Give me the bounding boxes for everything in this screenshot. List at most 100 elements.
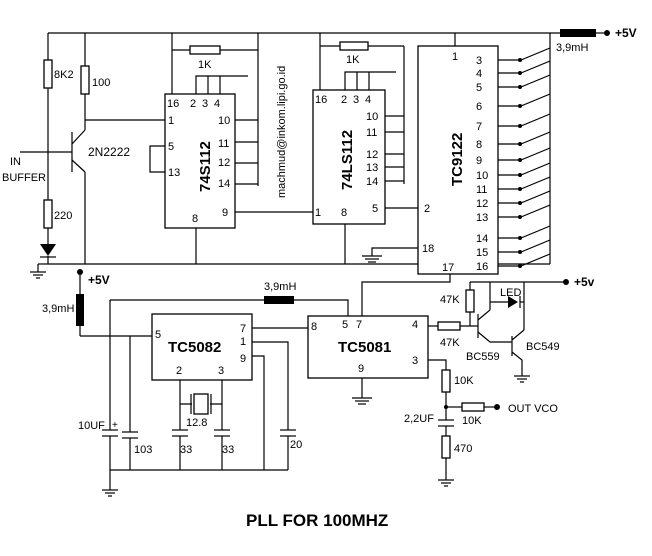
u4-pin-2: 2 (176, 365, 182, 377)
r-1k-a-label: 1K (198, 59, 212, 71)
dip-switch[interactable] (520, 239, 551, 253)
u2-pin-3: 3 (353, 94, 359, 106)
dip-switch[interactable] (520, 225, 551, 239)
dip-switch[interactable] (520, 60, 551, 74)
crystal (193, 393, 209, 415)
u1-pin-10: 10 (218, 115, 230, 127)
dip-switch[interactable] (520, 113, 551, 127)
diagram-title: PLL FOR 100MHZ (246, 511, 388, 530)
author-email: machmud@inkom.lipi.go.id (276, 66, 288, 198)
c-10uf-label: 10UF (78, 420, 105, 432)
switch-contact (518, 187, 522, 191)
chip-74ls112: 74LS112 16 2 3 4 10 11 12 13 14 1 8 5 1K (312, 33, 418, 264)
u2-pin-11: 11 (366, 127, 377, 139)
dip-switch[interactable] (520, 176, 551, 190)
chip-74ls112-name: 74LS112 (339, 130, 356, 190)
chip-tc5082: TC5082 5 7 1 9 2 3 20 12.8 33 33 (151, 313, 308, 470)
r-1k-b-label: 1K (346, 54, 360, 66)
vcc-left-label: +5V (88, 273, 110, 287)
switch-contact (518, 264, 522, 268)
dip-switch[interactable] (520, 74, 551, 88)
u3-pin-label: 10 (476, 170, 488, 182)
resistor-47k-a (465, 289, 475, 313)
u2-pin-12: 12 (366, 149, 378, 161)
u3-pin-18: 18 (422, 243, 434, 255)
inductor-left (76, 294, 84, 326)
u1-pin-4: 4 (214, 98, 220, 110)
switch-contact (518, 85, 522, 89)
u2-pin-1: 1 (315, 207, 321, 219)
led-label: LED (500, 287, 521, 299)
u1-pin-14: 14 (218, 178, 230, 190)
resistor-470 (441, 435, 451, 459)
c-22uf-label: 2,2UF (404, 413, 434, 425)
u1-pin-16: 16 (167, 98, 179, 110)
u2-pin-16: 16 (315, 94, 327, 106)
vcc-right-label: +5v (574, 275, 595, 289)
u3-pin-label: 9 (476, 155, 482, 167)
diode (40, 244, 56, 256)
u3-pin-label: 13 (476, 212, 488, 224)
resistor-1k-a (189, 45, 221, 55)
inductor-mid-label: 3,9mH (264, 281, 296, 293)
dip-switch[interactable] (520, 253, 551, 267)
u1-pin-11: 11 (218, 138, 229, 150)
resistor-8k2 (43, 59, 53, 89)
dip-switch[interactable] (520, 190, 551, 204)
r-10k-b-label: 10K (462, 415, 482, 427)
u3-pin-1: 1 (452, 51, 458, 63)
resistor-47k-b (437, 321, 461, 331)
u3-pin-label: 3 (476, 55, 482, 67)
u4-pin-1: 1 (240, 336, 246, 348)
chip-tc5081: TC5081 8 5 7 4 3 9 47K 10K 2,2UF 470 10K (307, 315, 558, 487)
u1-pin-12: 12 (218, 157, 230, 169)
u2-pin-5: 5 (372, 203, 378, 215)
osc-supply: +5V 3,9mH 3,9mH + 10UF 103 (42, 269, 349, 497)
inductor-top (560, 29, 596, 37)
u5-pin-9: 9 (358, 363, 364, 375)
u1-pin-1: 1 (168, 115, 174, 127)
u4-pin-9: 9 (240, 353, 246, 365)
u3-pin-label: 6 (476, 101, 482, 113)
dip-switch[interactable] (520, 204, 551, 218)
chip-74s112-name: 74S112 (197, 141, 214, 192)
dip-switch[interactable] (520, 147, 551, 161)
crystal-label: 12.8 (186, 417, 207, 429)
in-label: IN (10, 156, 21, 168)
resistor-220 (43, 199, 53, 229)
led (508, 296, 518, 308)
dip-switch[interactable] (520, 162, 551, 176)
u5-pin-5: 5 (342, 319, 348, 331)
u3-pin-label: 12 (476, 198, 488, 210)
inductor-mid (264, 296, 294, 304)
dip-switch[interactable] (520, 47, 551, 61)
dip-switch[interactable] (520, 93, 551, 107)
u5-pin-4: 4 (412, 319, 418, 331)
chip-tc5082-name: TC5082 (168, 339, 221, 356)
switch-contact (518, 215, 522, 219)
resistor-1k-b (339, 41, 369, 51)
u2-pin-10: 10 (366, 111, 378, 123)
u3-pin-label: 16 (476, 261, 488, 273)
c-103-label: 103 (134, 444, 152, 456)
u3-pin-17: 17 (442, 262, 454, 274)
c-20-label: 20 (290, 439, 302, 451)
buffer-label: BUFFER (2, 172, 46, 184)
u1-pin-3: 3 (202, 98, 208, 110)
u4-pin-5: 5 (155, 329, 161, 341)
switch-contact (518, 71, 522, 75)
cap-plus: + (112, 420, 118, 431)
r-8k2-label: 8K2 (54, 69, 74, 81)
u3-pin-label: 15 (476, 247, 488, 259)
u1-pin-13: 13 (168, 167, 180, 179)
c-33a-label: 33 (180, 444, 192, 456)
switch-contact (518, 250, 522, 254)
r-220-label: 220 (54, 210, 72, 222)
switch-contact (518, 173, 522, 177)
u3-pin-label: 14 (476, 233, 488, 245)
resistor-100 (80, 65, 90, 95)
lock-indicator: +5v 47K BC559 LED BC549 (440, 275, 595, 383)
switch-contact (518, 58, 522, 62)
dip-switch[interactable] (520, 131, 551, 145)
